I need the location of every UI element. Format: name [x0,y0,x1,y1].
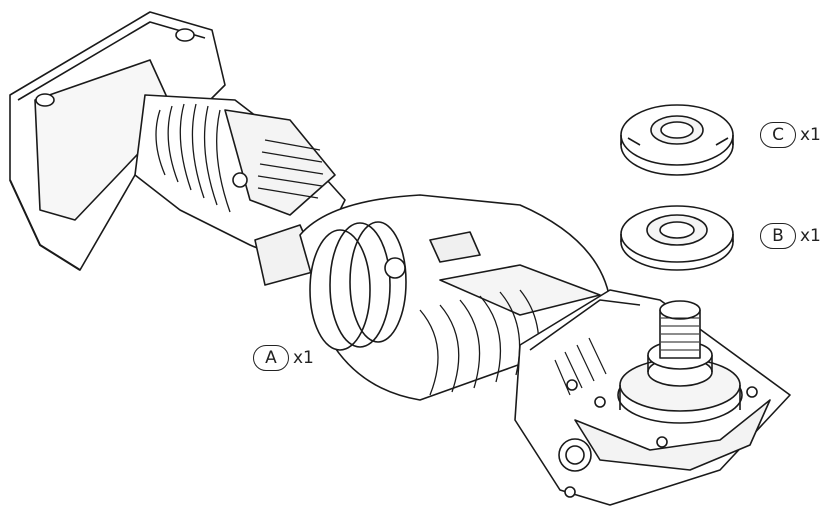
flange-nut-c [620,104,734,176]
callout-a: A x1 [253,345,314,371]
battery-pack [9,11,226,271]
callout-c-letter: C [760,122,796,148]
callout-b: B x1 [760,223,821,249]
flange-b [620,205,734,271]
callout-b-qty: x1 [800,226,821,246]
rear-handle [134,94,346,286]
callout-a-letter: A [253,345,289,371]
callout-c-qty: x1 [800,125,821,145]
callout-a-qty: x1 [293,348,314,368]
callout-b-letter: B [760,223,796,249]
gear-head [514,289,791,506]
callout-c: C x1 [760,122,821,148]
